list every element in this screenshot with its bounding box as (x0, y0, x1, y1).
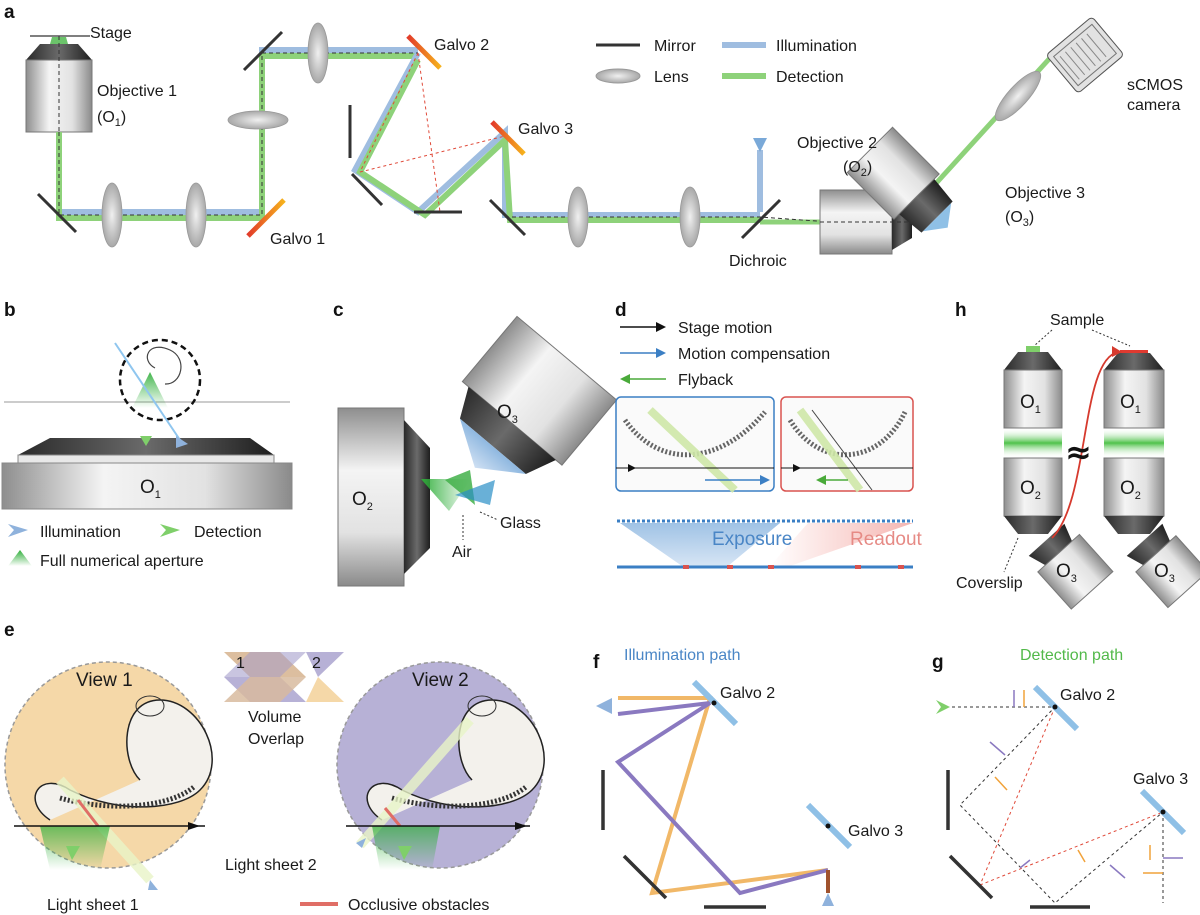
label-o3-paren: (O3) (1005, 209, 1034, 229)
label-light-sheet-1: Light sheet 1 (47, 897, 139, 914)
label-o1-h-left: O1 (1020, 392, 1041, 416)
label-exposure: Exposure (712, 529, 792, 550)
legend-lens: Lens (654, 69, 689, 86)
title-illumination-path: Illumination path (624, 647, 741, 664)
panel-f: f Illumination path Galvo 2 Galvo 3 (593, 647, 903, 909)
detection-arrows (989, 690, 1183, 879)
illumination-path-lines (614, 696, 830, 896)
illumination-arrow-icon (8, 524, 28, 537)
objective-3 (846, 126, 953, 233)
mirrors-f (601, 770, 766, 909)
title-detection-path: Detection path (1020, 647, 1123, 664)
camera-icon (1047, 17, 1123, 93)
label-num-1: 1 (236, 655, 245, 672)
panel-label-b: b (4, 300, 16, 321)
panel-g: g Detection path Galvo 2 Galvo 3 (932, 647, 1188, 909)
panel-e: e View 1 View 2 (4, 620, 545, 914)
label-readout: Readout (850, 529, 923, 550)
label-objective-1: Objective 1 (97, 83, 177, 100)
label-stage: Stage (90, 25, 132, 42)
label-overlap: Overlap (248, 731, 304, 748)
mirrors-g (946, 770, 1090, 909)
zoom-circle (118, 338, 202, 422)
embryo-sketch-view-1 (34, 695, 213, 821)
embryo-sketch-view-2 (366, 695, 545, 821)
label-camera-line2: camera (1127, 97, 1180, 114)
panel-label-g: g (932, 652, 944, 673)
label-volume: Volume (248, 709, 301, 726)
label-galvo-2-g: Galvo 2 (1060, 687, 1115, 704)
label-occlusive: Occlusive obstacles (348, 897, 489, 914)
detection-arrow-icon (160, 524, 180, 537)
legend-b-detection: Detection (194, 524, 262, 541)
label-o1-h-right: O1 (1120, 392, 1141, 416)
label-view-1: View 1 (76, 670, 133, 691)
legend-mirror: Mirror (654, 38, 696, 55)
detection-path-lines (952, 706, 1164, 904)
panel-label-c: c (333, 300, 344, 321)
legend-b-illumination: Illumination (40, 524, 121, 541)
legend-stage-motion: Stage motion (678, 320, 772, 337)
legend-b-full-na: Full numerical aperture (40, 553, 204, 570)
label-camera-line1: sCMOS (1127, 77, 1183, 94)
label-objective-2: Objective 2 (797, 135, 877, 152)
label-o3-h-left: O3 (1056, 561, 1077, 585)
panel-b: b O1 Illumination Detection Full numeric… (1, 300, 293, 570)
objective-1 (25, 35, 93, 133)
mirrors-a (36, 30, 782, 240)
embryo-sketch-b (146, 346, 182, 385)
full-na-icon (8, 550, 32, 566)
label-approx: ≈ (1065, 433, 1092, 471)
label-galvo-3-a: Galvo 3 (518, 121, 573, 138)
legend-motion-compensation: Motion compensation (678, 346, 830, 363)
label-coverslip: Coverslip (956, 575, 1023, 592)
legend-flyback: Flyback (678, 372, 734, 389)
label-galvo-1: Galvo 1 (270, 231, 325, 248)
exposure-frame (615, 396, 775, 492)
label-view-2: View 2 (412, 670, 469, 691)
panel-c: c O2 O3 Glass Air (333, 300, 618, 587)
label-galvo-2-a: Galvo 2 (434, 37, 489, 54)
label-air: Air (452, 544, 472, 561)
label-o2-paren: (O2) (843, 159, 872, 179)
panel-h: h Sample O1 O2 O3 O1 O2 O3 ≈ (955, 300, 1200, 610)
label-o1-b: O1 (140, 477, 161, 501)
legend-lens-swatch (595, 68, 641, 84)
panel-a: a Stage Objective 1 (O1) (4, 2, 1183, 270)
label-galvo-3-g: Galvo 3 (1133, 771, 1188, 788)
panel-d: d Stage motion Motion compensation Flyba… (615, 300, 923, 569)
label-glass: Glass (500, 515, 541, 532)
galvos-a (246, 34, 526, 238)
label-o1-paren: (O1) (97, 109, 126, 129)
label-o2-h-right: O2 (1120, 478, 1141, 502)
legend-illumination: Illumination (776, 38, 857, 55)
legend-detection: Detection (776, 69, 844, 86)
lenses-a (101, 22, 1042, 248)
panel-label-a: a (4, 2, 15, 23)
label-objective-3: Objective 3 (1005, 185, 1085, 202)
label-galvo-3-f: Galvo 3 (848, 823, 903, 840)
volume-overlap-icon (224, 652, 344, 702)
label-o3-h-right: O3 (1154, 561, 1175, 585)
label-galvo-2-f: Galvo 2 (720, 685, 775, 702)
label-o2-c: O2 (352, 489, 373, 513)
legend-a: Mirror Lens Illumination Detection (595, 38, 857, 86)
label-o3-c: O3 (497, 402, 518, 426)
label-dichroic: Dichroic (729, 253, 787, 270)
panel-label-d: d (615, 300, 627, 321)
label-o2-h-left: O2 (1020, 478, 1041, 502)
illumination-source-triangle (753, 138, 767, 152)
label-num-2: 2 (312, 655, 321, 672)
panel-label-h: h (955, 300, 967, 321)
panel-label-f: f (593, 652, 600, 673)
label-sample: Sample (1050, 312, 1104, 329)
label-light-sheet-2: Light sheet 2 (225, 857, 317, 874)
panel-label-e: e (4, 620, 15, 641)
